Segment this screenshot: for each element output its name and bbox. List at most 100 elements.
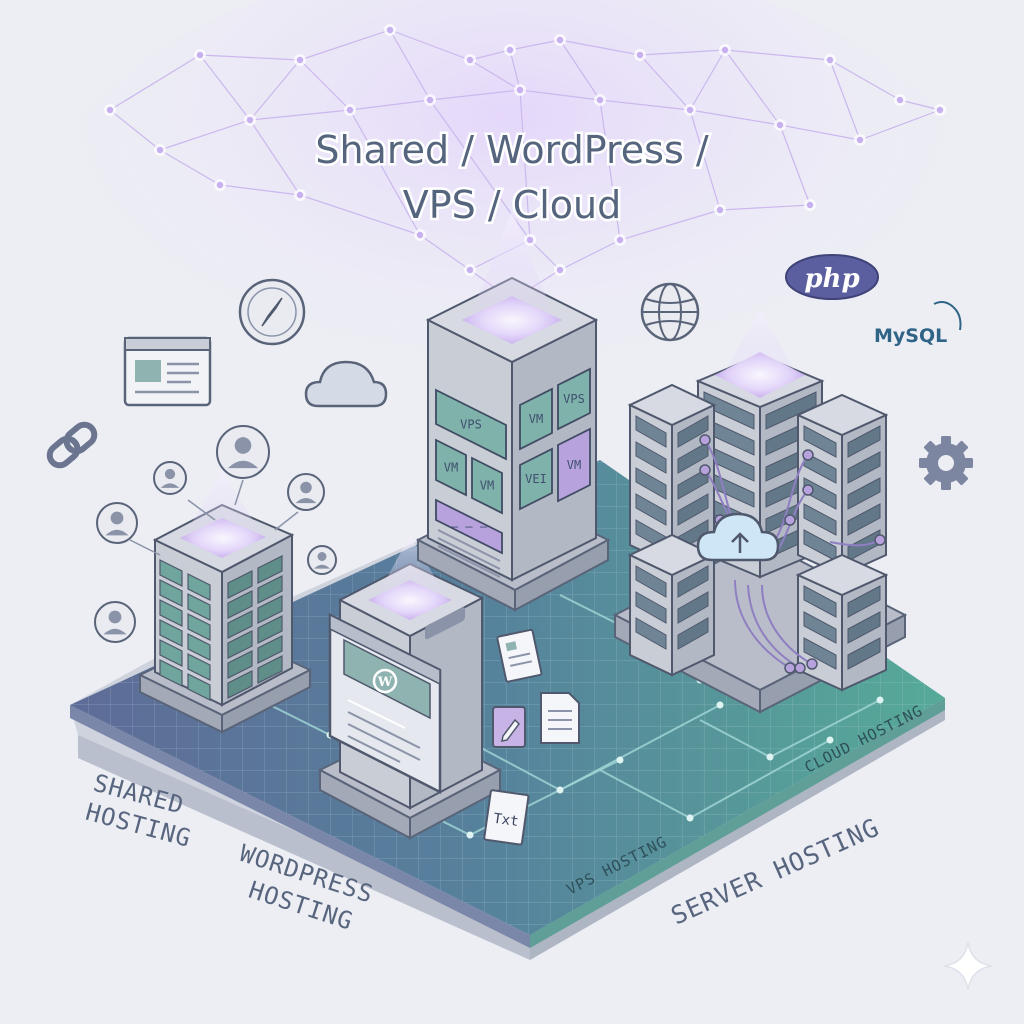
edit-pencil-icon <box>492 706 526 748</box>
mesh-node <box>426 96 434 104</box>
mesh-node <box>296 191 304 199</box>
server-window-cell <box>187 633 211 661</box>
gear-tooth <box>941 436 951 446</box>
server-window-cell <box>257 575 283 604</box>
gear-tooth <box>955 440 969 454</box>
mesh-edge <box>689 109 781 126</box>
server-window-cell <box>159 659 183 687</box>
cable-node <box>874 534 886 546</box>
cable-node <box>699 464 711 476</box>
svg-text:W: W <box>377 675 393 690</box>
mesh-edge <box>469 49 511 61</box>
network-mesh-nodes <box>104 24 946 276</box>
gear-tooth <box>963 458 973 468</box>
php-logo-icon: php <box>785 254 879 300</box>
server-window-cell <box>227 570 253 599</box>
mesh-edge <box>469 59 521 91</box>
vm-panel <box>471 456 503 515</box>
mesh-edge <box>599 99 621 241</box>
mesh-edge <box>639 54 691 111</box>
cable-node <box>802 449 814 461</box>
page-title-line-1: Shared / WordPress / <box>315 128 709 172</box>
vm-panel <box>519 447 553 511</box>
gear-icon <box>919 436 973 490</box>
mesh-node <box>506 46 514 54</box>
mesh-edge <box>109 54 201 111</box>
wordpress-browser-window: W <box>328 612 442 795</box>
server-window-cell <box>159 599 183 627</box>
mesh-node <box>416 231 424 239</box>
vm-panel <box>519 387 553 451</box>
mesh-edge <box>249 59 301 121</box>
php-label: php <box>804 264 859 294</box>
txt-file-icon: Txt <box>483 789 530 846</box>
circuit-node <box>876 696 884 704</box>
mesh-edge <box>829 59 901 101</box>
mesh-edge <box>159 119 251 151</box>
circuit-node <box>716 701 724 709</box>
cable-node <box>802 484 814 496</box>
vm-panel <box>557 367 591 431</box>
mesh-edge <box>559 39 641 56</box>
mesh-edge <box>109 109 161 151</box>
cable-nodes <box>699 434 886 674</box>
server-window-cell <box>187 573 211 601</box>
wordpress-logo-icon: W <box>372 668 398 694</box>
server-window-cell <box>187 673 211 701</box>
rack-unit <box>627 383 717 567</box>
server-window-cell <box>159 559 183 587</box>
mesh-edge <box>509 39 561 51</box>
mesh-node <box>106 106 114 114</box>
compass-icon <box>238 278 306 346</box>
mesh-node <box>686 106 694 114</box>
server-window-cell <box>227 630 253 659</box>
server-window-cell <box>227 590 253 619</box>
mesh-node <box>556 266 564 274</box>
mesh-edge <box>299 194 421 236</box>
mesh-edge <box>559 239 621 271</box>
mesh-edge <box>389 29 431 101</box>
mesh-edge <box>779 124 861 141</box>
mysql-logo-icon: MySQL <box>874 301 962 347</box>
mesh-edge <box>159 149 221 186</box>
server-window-cell <box>227 650 253 679</box>
vm-panel-label: VM <box>529 412 543 426</box>
avatar-links <box>129 479 299 556</box>
circuit-node <box>686 814 694 822</box>
server-window-cell <box>159 639 183 667</box>
vm-panel-label: VPS <box>460 418 482 432</box>
mesh-node <box>386 26 394 34</box>
vent-line <box>437 529 501 562</box>
mesh-node <box>516 86 524 94</box>
mesh-node <box>616 236 624 244</box>
mesh-edge <box>249 119 301 196</box>
server-window-cell <box>257 595 283 624</box>
gear-tooth <box>941 480 951 490</box>
cable-node <box>794 662 806 674</box>
vm-panel-label: VPS <box>563 392 585 406</box>
mesh-node <box>721 46 729 54</box>
server-window-cell <box>257 635 283 664</box>
mesh-edge <box>689 109 721 211</box>
mesh-edge <box>249 109 351 121</box>
vm-panel <box>435 388 507 461</box>
user-avatar-icon <box>94 601 136 643</box>
gear-tooth <box>923 440 937 454</box>
server-window-cell <box>257 555 283 584</box>
mesh-edge <box>639 49 726 56</box>
mesh-edge <box>859 109 941 141</box>
document-icon <box>540 692 580 744</box>
server-window-cell <box>227 610 253 639</box>
mesh-node <box>466 56 474 64</box>
mesh-edge <box>509 49 521 91</box>
mesh-edge <box>519 89 601 101</box>
vm-panel-label: VM <box>444 461 458 475</box>
mesh-node <box>826 56 834 64</box>
gear-tooth <box>919 458 929 468</box>
mesh-edge <box>349 109 421 236</box>
wordpress-light-beam <box>375 535 448 620</box>
server-window-cell <box>227 670 253 699</box>
mesh-edge <box>529 239 561 271</box>
